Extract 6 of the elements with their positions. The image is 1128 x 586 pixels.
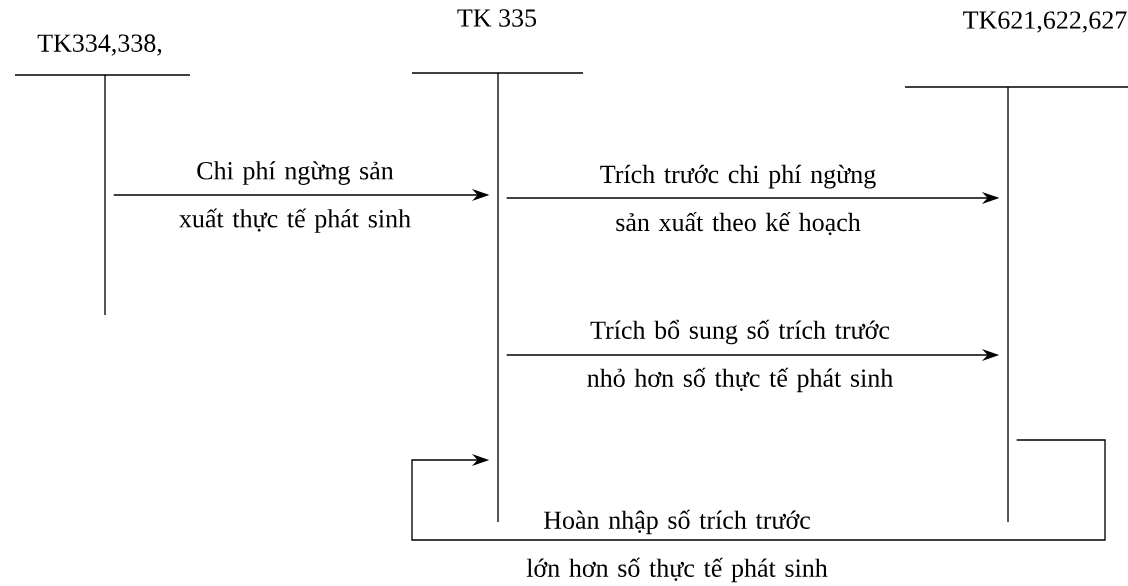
arrow: [411, 439, 1106, 541]
edge-label: Trích bổ sung số trích trước nhỏ hơn số thực tế phát sinh: [587, 319, 893, 393]
edge-label: Hoàn nhập số trích trước lớn hơn số thực tế phát sinh: [526, 509, 828, 583]
edge-label: Trích trước chi phí ngừng sản xuất theo kế hoạch: [600, 164, 876, 236]
t-account: TK621,622,627: [904, 11, 1128, 523]
edge-label: Chi phí ngừng sản xuất thực tế phát sinh: [179, 161, 411, 233]
